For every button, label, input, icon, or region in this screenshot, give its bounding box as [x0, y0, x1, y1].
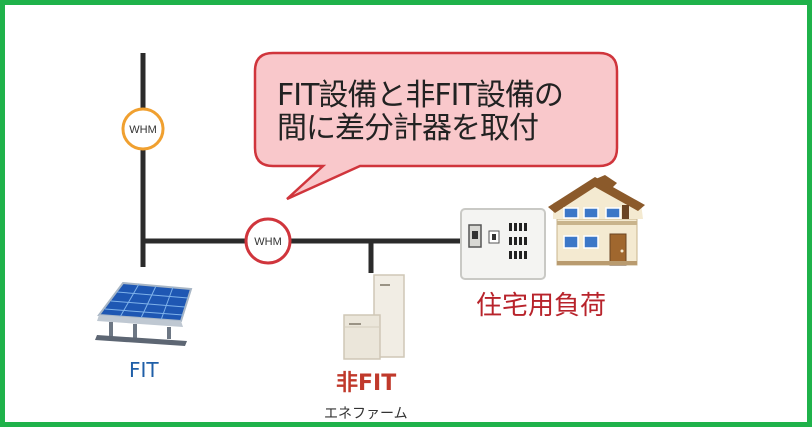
- whm-lower-label: WHM: [254, 236, 282, 248]
- house-load-label: 住宅用負荷: [476, 291, 607, 321]
- fuel-cell-unit-icon: [343, 274, 405, 360]
- wiring-diagram: WHM WHM: [95, 51, 645, 360]
- enefarm-label: エネファーム: [324, 406, 408, 422]
- fit-label: FIT: [129, 358, 159, 382]
- solar-panel-icon: [95, 281, 193, 346]
- distribution-board-icon: [460, 208, 546, 280]
- non-fit-label: 非FIT: [336, 371, 397, 396]
- house-icon: [548, 175, 645, 266]
- whm-meter-upper: WHM: [121, 107, 165, 151]
- wires: [140, 53, 461, 273]
- callout-text: FIT設備と非FIT設備の 間に差分計器を取付: [277, 79, 607, 145]
- callout-bubble: [253, 51, 619, 201]
- whm-upper-label: WHM: [129, 124, 157, 136]
- callout-line-1: FIT設備と非FIT設備の: [277, 78, 564, 113]
- callout-line-2: 間に差分計器を取付: [277, 111, 539, 146]
- whm-meter-lower: WHM: [244, 217, 292, 265]
